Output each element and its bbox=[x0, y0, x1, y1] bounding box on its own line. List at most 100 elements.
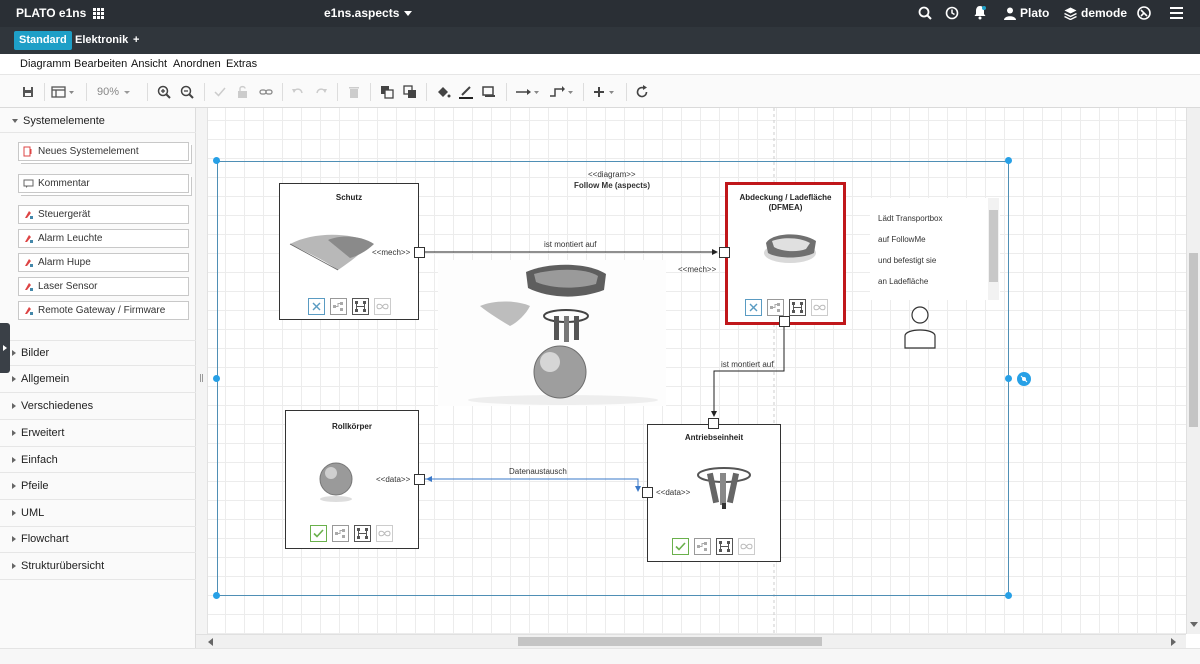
port-schutz-mech[interactable] bbox=[414, 247, 425, 258]
horizontal-scroll-thumb[interactable] bbox=[518, 637, 822, 646]
status-ok-icon[interactable] bbox=[672, 538, 689, 555]
section-pfeile[interactable]: Pfeile bbox=[12, 480, 49, 492]
brand[interactable]: PLATO e1ns bbox=[16, 6, 105, 20]
refresh-icon[interactable] bbox=[634, 84, 650, 100]
add-tab-button[interactable]: + bbox=[133, 34, 140, 46]
resize-handle[interactable] bbox=[213, 375, 220, 382]
section-bilder[interactable]: Bilder bbox=[12, 347, 49, 359]
fill-color-icon[interactable] bbox=[435, 84, 451, 100]
canvas-vertical-scrollbar[interactable] bbox=[1186, 108, 1200, 634]
zoom-dropdown-icon[interactable] bbox=[122, 84, 132, 100]
undo-icon[interactable] bbox=[290, 84, 306, 100]
connect-handle-icon[interactable] bbox=[1017, 372, 1031, 386]
interface-icon[interactable] bbox=[352, 298, 369, 315]
zoom-in-icon[interactable] bbox=[156, 84, 172, 100]
redo-icon[interactable] bbox=[313, 84, 329, 100]
palette-steuergeraet[interactable]: Steuergerät bbox=[18, 205, 189, 224]
status-ok-icon[interactable] bbox=[310, 525, 327, 542]
menu-bearbeiten[interactable]: Bearbeiten bbox=[74, 58, 128, 70]
waypoints-icon[interactable] bbox=[548, 84, 574, 100]
infinity-icon[interactable] bbox=[811, 299, 828, 316]
resize-handle[interactable] bbox=[213, 592, 220, 599]
section-erweitert[interactable]: Erweitert bbox=[12, 427, 64, 439]
comment-note[interactable]: Lädt Transportbox auf FollowMe und befes… bbox=[870, 198, 1000, 300]
canvas-horizontal-scrollbar[interactable] bbox=[196, 634, 1186, 648]
menu-diagramm[interactable]: Diagramm bbox=[20, 58, 71, 70]
tree-structure-icon[interactable] bbox=[330, 298, 347, 315]
insert-plus-icon[interactable] bbox=[591, 84, 617, 100]
unlock-icon[interactable] bbox=[235, 84, 251, 100]
apps-grid-icon[interactable] bbox=[93, 7, 105, 19]
resize-handle[interactable] bbox=[1005, 375, 1012, 382]
history-icon[interactable] bbox=[945, 6, 959, 20]
sidebar-resize-gutter[interactable] bbox=[196, 108, 208, 634]
status-x-icon[interactable] bbox=[308, 298, 325, 315]
resize-handle[interactable] bbox=[1005, 592, 1012, 599]
scroll-left-icon[interactable] bbox=[208, 638, 213, 646]
menu-extras[interactable]: Extras bbox=[226, 58, 258, 70]
palette-alarm-hupe[interactable]: Alarm Hupe bbox=[18, 253, 189, 272]
palette-kommentar[interactable]: Kommentar bbox=[18, 174, 189, 193]
user-menu[interactable]: Plato bbox=[1004, 6, 1049, 20]
palette-alarm-leuchte[interactable]: Alarm Leuchte bbox=[18, 229, 189, 248]
node-schutz[interactable]: Schutz bbox=[279, 183, 419, 320]
section-systemelemente[interactable]: Systemelemente bbox=[12, 115, 105, 127]
check-icon[interactable] bbox=[212, 84, 228, 100]
to-back-icon[interactable] bbox=[402, 84, 418, 100]
section-strukturuebersicht[interactable]: Strukturübersicht bbox=[12, 560, 104, 572]
project-selector[interactable]: e1ns.aspects bbox=[324, 6, 413, 20]
shadow-icon[interactable] bbox=[481, 84, 497, 100]
status-x-icon[interactable] bbox=[745, 299, 762, 316]
palette-laser-sensor[interactable]: Laser Sensor bbox=[18, 277, 189, 296]
section-einfach[interactable]: Einfach bbox=[12, 454, 58, 466]
panel-layout-icon[interactable] bbox=[50, 84, 76, 100]
resize-handle[interactable] bbox=[213, 157, 220, 164]
workspace-menu[interactable]: demode bbox=[1064, 6, 1127, 20]
interface-icon[interactable] bbox=[789, 299, 806, 316]
menu-ansicht[interactable]: Ansicht bbox=[131, 58, 168, 70]
connection-style-icon[interactable] bbox=[514, 84, 540, 100]
plato-logo-icon[interactable] bbox=[1137, 6, 1151, 20]
section-uml[interactable]: UML bbox=[12, 507, 44, 519]
zoom-level[interactable]: 90% bbox=[97, 86, 120, 98]
tree-structure-icon[interactable] bbox=[694, 538, 711, 555]
delete-icon[interactable] bbox=[346, 84, 362, 100]
search-icon[interactable] bbox=[918, 6, 932, 20]
zoom-out-icon[interactable] bbox=[179, 84, 195, 100]
tree-structure-icon[interactable] bbox=[767, 299, 784, 316]
hamburger-menu-icon[interactable] bbox=[1170, 7, 1183, 19]
actor-user-icon[interactable] bbox=[903, 304, 937, 350]
port-abdeckung-bottom[interactable] bbox=[779, 316, 790, 327]
infinity-icon[interactable] bbox=[374, 298, 391, 315]
infinity-icon[interactable] bbox=[376, 525, 393, 542]
line-color-icon[interactable] bbox=[458, 84, 474, 100]
node-antriebseinheit[interactable]: Antriebseinheit bbox=[647, 424, 781, 562]
diagram-canvas[interactable]: <<diagram>> Follow Me (aspects) Schutz <… bbox=[196, 108, 1186, 634]
interface-icon[interactable] bbox=[354, 525, 371, 542]
infinity-icon[interactable] bbox=[738, 538, 755, 555]
section-flowchart[interactable]: Flowchart bbox=[12, 533, 69, 545]
palette-neues-systemelement[interactable]: Neues Systemelement bbox=[18, 142, 189, 161]
node-rollkoerper[interactable]: Rollkörper bbox=[285, 410, 419, 549]
resize-handle[interactable] bbox=[1005, 157, 1012, 164]
interface-icon[interactable] bbox=[716, 538, 733, 555]
scroll-down-icon[interactable] bbox=[1190, 622, 1198, 627]
link-icon[interactable] bbox=[258, 84, 274, 100]
tab-standard[interactable]: Standard bbox=[14, 31, 72, 50]
scroll-right-icon[interactable] bbox=[1171, 638, 1176, 646]
section-verschiedenes[interactable]: Verschiedenes bbox=[12, 400, 93, 412]
sidebar-collapse-handle[interactable] bbox=[0, 323, 10, 373]
to-front-icon[interactable] bbox=[379, 84, 395, 100]
tab-elektronik[interactable]: Elektronik bbox=[75, 34, 129, 46]
node-abdeckung-ladeflaeche[interactable]: Abdeckung / Ladefläche (DFMEA) bbox=[725, 182, 846, 325]
save-icon[interactable] bbox=[20, 84, 36, 100]
section-allgemein[interactable]: Allgemein bbox=[12, 373, 69, 385]
port-abdeckung-mech[interactable] bbox=[719, 247, 730, 258]
palette-remote-gateway[interactable]: Remote Gateway / Firmware bbox=[18, 301, 189, 320]
tree-structure-icon[interactable] bbox=[332, 525, 349, 542]
vertical-scroll-thumb[interactable] bbox=[1189, 253, 1198, 427]
port-rollkoerper-data[interactable] bbox=[414, 474, 425, 485]
port-antrieb-top[interactable] bbox=[708, 418, 719, 429]
menu-anordnen[interactable]: Anordnen bbox=[173, 58, 221, 70]
comment-scrollbar[interactable] bbox=[988, 198, 999, 300]
